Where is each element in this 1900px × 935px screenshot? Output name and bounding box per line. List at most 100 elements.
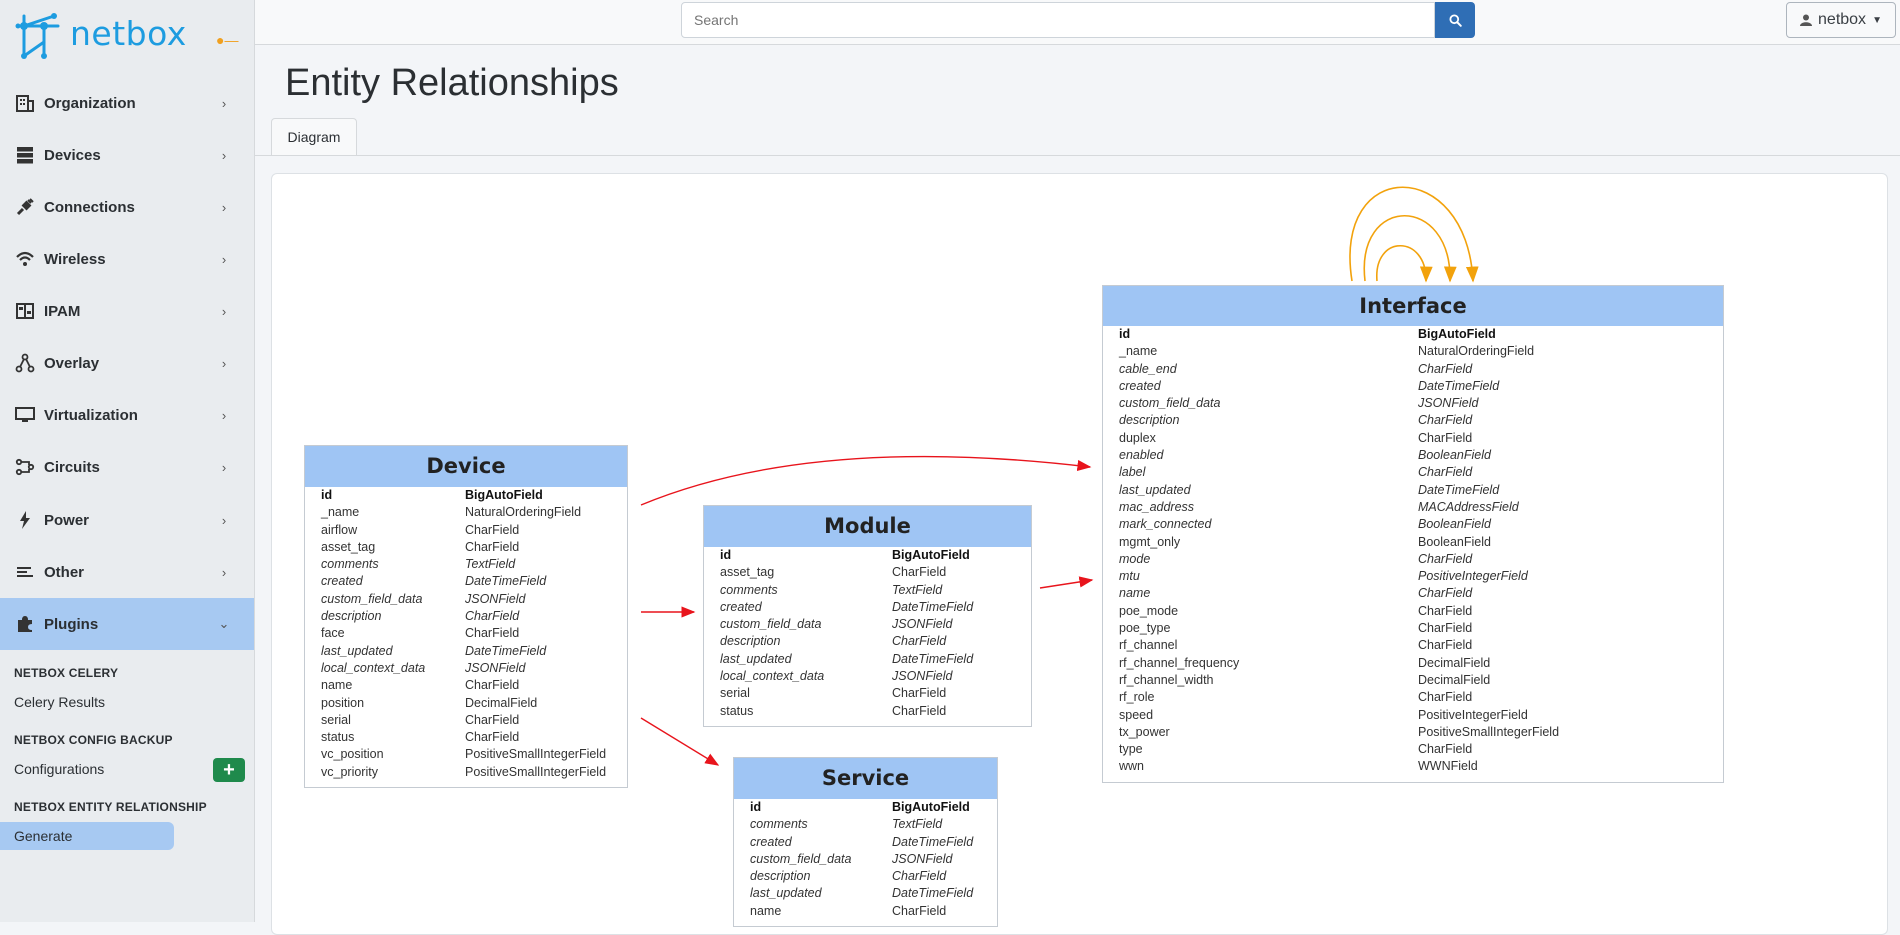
field-type: CharField [892,565,947,580]
user-menu-button[interactable]: netbox ▼ [1786,2,1896,38]
field-type: DateTimeField [892,834,974,849]
building-icon [13,91,37,115]
entity-title: Module [704,506,1031,547]
chevron-right-icon: › [221,512,227,528]
sidebar-item-ipam[interactable]: IPAM › [0,285,254,337]
field-name: custom_field_data [321,591,423,606]
sidebar-item-label: IPAM [44,302,81,320]
generate-label: Generate [14,828,73,844]
sidebar-item-virtualization[interactable]: Virtualization› [0,389,254,441]
field-name: cable_end [1119,361,1177,376]
search-button[interactable] [1435,2,1475,38]
field-name: mac_address [1119,499,1195,514]
field-name: description [720,634,781,649]
sidebar-item-devices[interactable]: Devices› [0,129,254,181]
field-type: CharField [1418,586,1473,601]
monitor-icon [13,403,37,427]
tab-divider [255,155,1900,156]
chevron-right-icon: › [221,199,227,215]
field-name: comments [720,582,778,597]
chevron-right-icon: › [221,303,227,319]
field-type: BigAutoField [465,488,543,502]
field-name: comments [321,557,379,572]
sidebar-item-circuits[interactable]: Circuits› [0,441,254,493]
sidebar-item-overlay[interactable]: Overlay› [0,337,254,389]
field-name: id [321,488,333,502]
field-type: BigAutoField [1418,327,1496,341]
tab-diagram[interactable]: Diagram [271,118,357,155]
sidebar-item-wireless[interactable]: Wireless› [0,233,254,285]
sidebar-item-other[interactable]: Other › [0,546,254,598]
field-name: local_context_data [321,660,426,675]
sidebar-item-plugins[interactable]: Plugins ⌄ [0,598,254,650]
sidebar-link-generate[interactable]: Generate [0,822,174,850]
field-name: local_context_data [720,669,825,684]
field-type: TextField [465,557,516,572]
sidebar-item-label: Devices [44,146,101,164]
search-input[interactable] [681,2,1435,38]
field-name: label [1119,465,1146,480]
sidebar-item-connections[interactable]: Connections› [0,181,254,233]
sidebar-link-configurations[interactable]: Configurations [14,761,105,777]
field-type: DateTimeField [1418,378,1500,393]
arrow-device-interface [640,455,1092,506]
search-icon [1448,13,1462,27]
field-type: NaturalOrderingField [465,505,582,520]
field-type: BigAutoField [892,800,970,814]
field-name: status [321,730,355,745]
entity-title: Interface [1103,286,1723,326]
plugin-heading-celery: NETBOX CELERY [14,666,119,680]
field-name: mode [1119,551,1151,566]
chevron-right-icon: › [221,564,227,580]
sidebar-item-power[interactable]: Power› [0,494,254,546]
chevron-right-icon: › [221,95,227,111]
field-name: created [1119,378,1161,393]
field-name: comments [750,817,808,832]
chevron-down-icon: ⌄ [218,616,230,631]
field-row: created DateTimeField [1103,378,1723,395]
sidebar-item-label: Other [44,563,85,581]
field-type: CharField [1418,430,1473,445]
field-name: custom_field_data [720,617,822,632]
netbox-logo[interactable]: netbox ●— [14,12,244,62]
field-type: JSONField [892,617,953,632]
sidebar-item-organization[interactable]: Organization› [0,77,254,129]
sidebar-item-label: Plugins [44,615,99,633]
field-name: speed [1119,707,1154,722]
field-type: CharField [892,686,947,701]
field-name: rf_role [1119,690,1155,705]
self-arrow-2 [1363,215,1457,283]
field-name: vc_priority [321,764,378,779]
field-type: CharField [1418,413,1473,428]
lightning-icon [13,508,37,532]
sidebar-link-celery-results[interactable]: Celery Results [14,694,106,710]
pin-icon[interactable]: ●— [216,32,239,48]
field-name: position [321,695,365,710]
server-icon [13,143,37,167]
add-configuration-button[interactable]: + [213,758,245,782]
field-type: CharField [1418,551,1473,566]
self-arrow-3 [1376,245,1433,283]
field-name: last_updated [720,651,792,666]
field-name: duplex [1119,430,1156,445]
field-name: wwn [1119,759,1145,774]
self-arrow-1 [1349,186,1479,283]
